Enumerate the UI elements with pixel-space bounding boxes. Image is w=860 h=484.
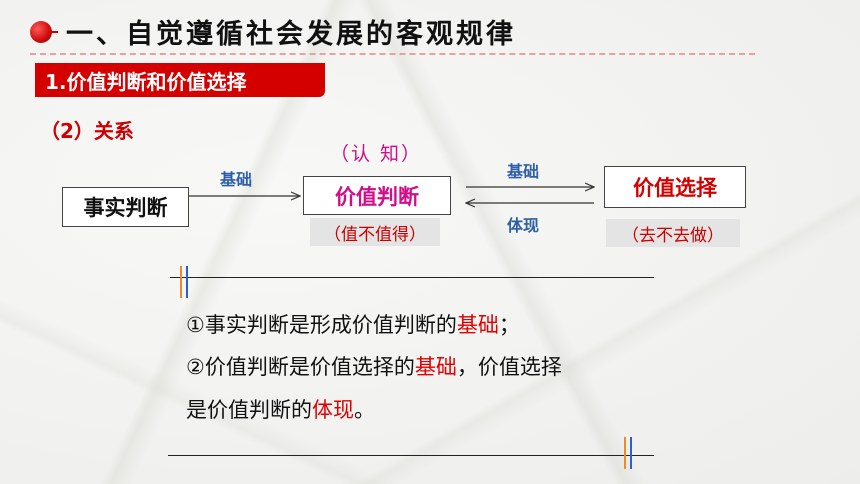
decor-mark-blue-bottom (630, 437, 632, 469)
title-bullet-icon (30, 21, 52, 43)
page-title: 一、自觉遵循社会发展的客观规律 (66, 19, 516, 50)
content-bottom-rule (168, 455, 654, 456)
content-line-3: 是价值判断的体现。 (186, 396, 375, 424)
header-divider (30, 53, 755, 55)
line3-end: 。 (354, 398, 375, 422)
line3-highlight: 体现 (312, 398, 354, 422)
title-bullet-line (50, 31, 58, 33)
content-top-rule (170, 277, 654, 278)
decor-mark-orange (180, 266, 182, 298)
content-line-2: ②价值判断是价值选择的基础，价值选择 (186, 353, 562, 381)
line3-text: 是价值判断的 (186, 398, 312, 422)
line1-text: ①事实判断是形成价值判断的 (186, 313, 457, 337)
line1-highlight: 基础 (456, 313, 499, 337)
arrow-label-basis-1: 基础 (220, 170, 253, 189)
value-judgment-tag: （值不值得） (310, 218, 440, 246)
section-title: 1.价值判断和价值选择 (45, 70, 247, 94)
subsection-title: （2）关系 (40, 119, 134, 143)
cognition-tag: （认 知） (330, 143, 423, 165)
value-choice-tag: （去不去做） (606, 219, 740, 247)
value-choice-box: 价值选择 (604, 166, 746, 208)
decor-mark-blue (186, 266, 188, 298)
decor-mark-orange-bottom (624, 437, 626, 469)
arrow-label-embody: 体现 (507, 216, 540, 235)
content-line-1: ①事实判断是形成价值判断的基础； (186, 311, 520, 339)
line1-end: ； (498, 313, 520, 337)
fact-judgment-box: 事实判断 (62, 187, 189, 227)
value-judgment-box: 价值判断 (303, 176, 451, 215)
line2-highlight: 基础 (414, 355, 457, 379)
line2-text: ②价值判断是价值选择的 (186, 355, 415, 379)
line2-end: ，价值选择 (456, 355, 562, 379)
arrow-label-basis-2: 基础 (507, 162, 540, 181)
section-banner: 1.价值判断和价值选择 (35, 63, 325, 97)
